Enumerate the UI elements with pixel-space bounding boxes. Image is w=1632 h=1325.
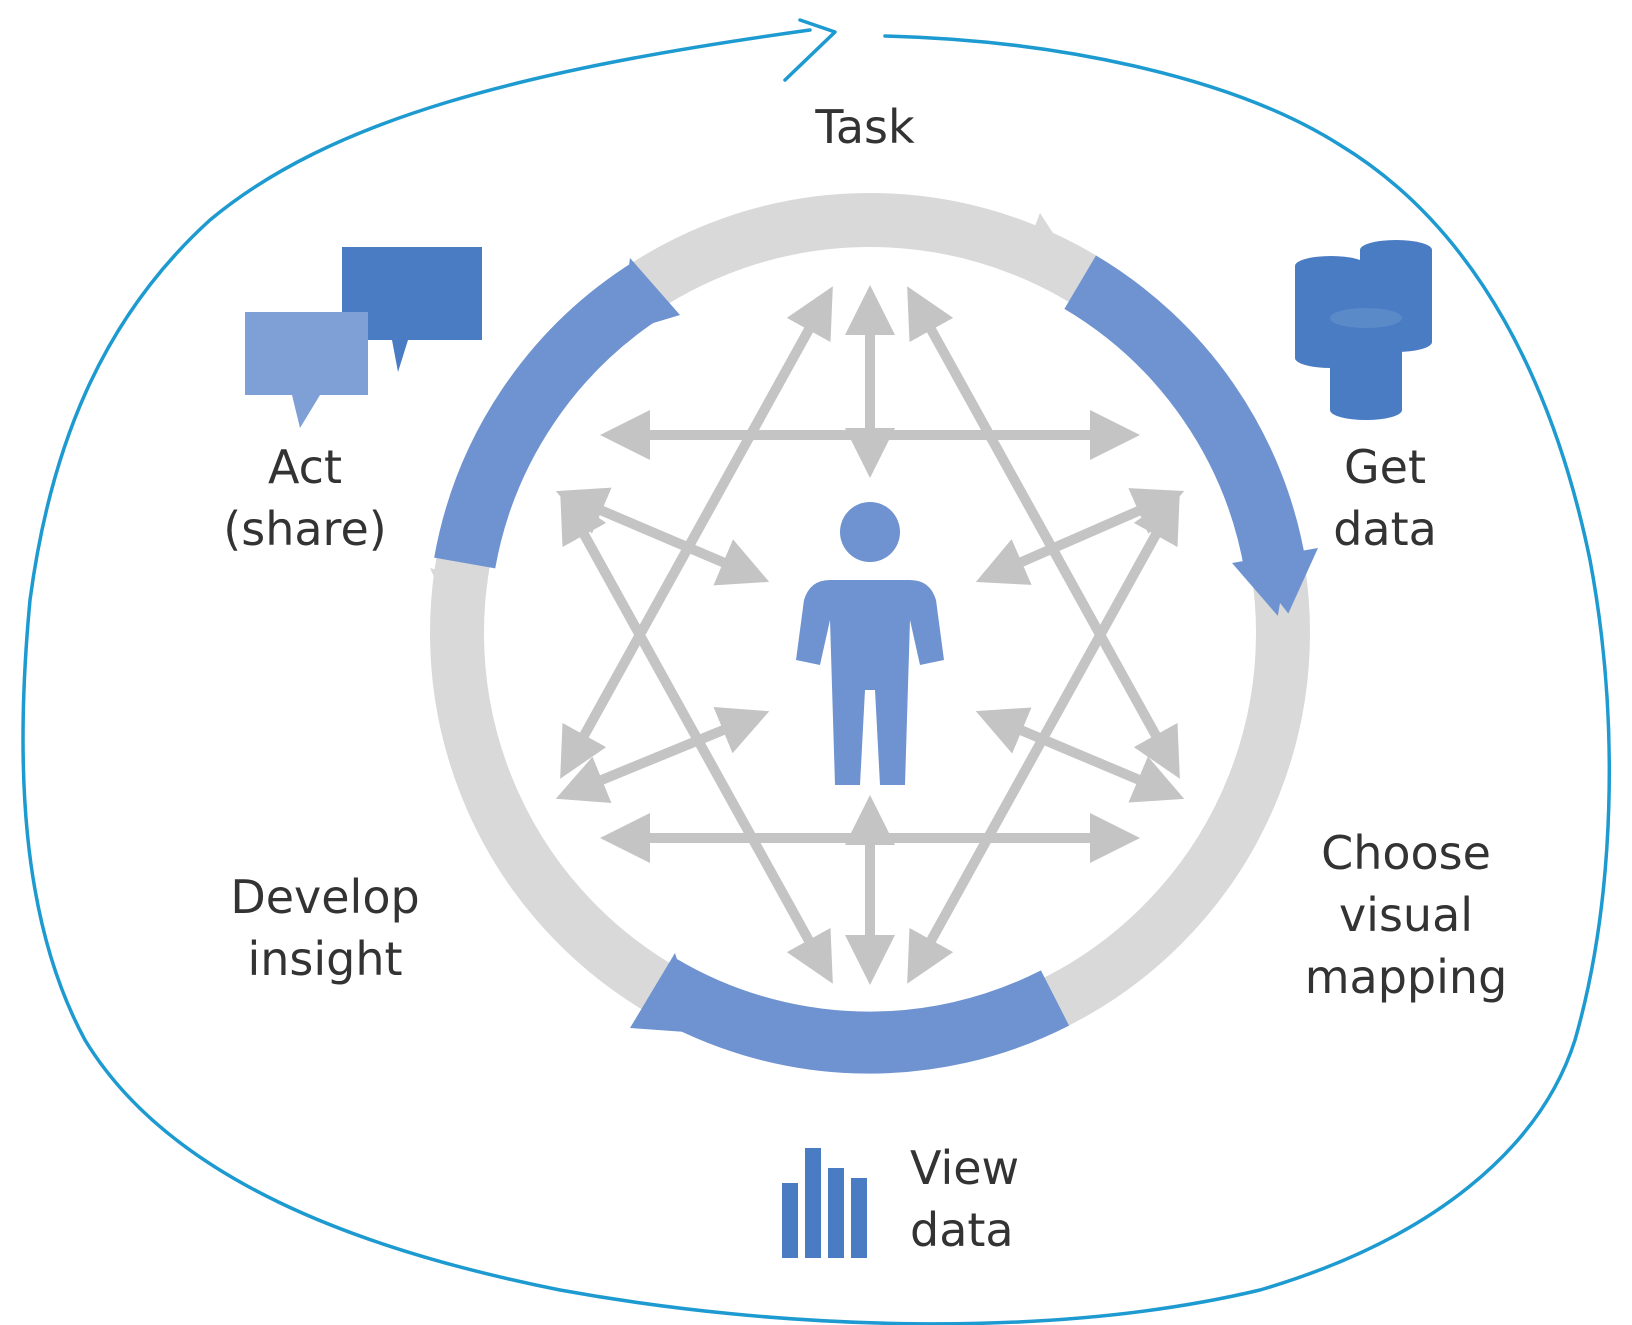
stage-label-task: Task <box>815 100 915 154</box>
segment-get-data <box>1064 255 1306 573</box>
outline-arrowhead <box>783 18 837 82</box>
person-icon <box>796 502 944 785</box>
database-icon <box>1295 240 1432 420</box>
segment-act-head <box>620 258 680 333</box>
speech-bubbles-icon <box>245 247 482 428</box>
stage-label-get-data: Get data <box>1333 440 1437 556</box>
arrow-s-ul <box>555 487 770 586</box>
segment-task-head <box>1020 213 1080 275</box>
stage-label-act-share: Act (share) <box>223 440 387 556</box>
segment-act <box>434 261 667 569</box>
segment-choose-head <box>1268 603 1310 673</box>
bar-chart-icon <box>782 1148 867 1258</box>
stage-label-choose-visual-mapping: Choose visual mapping <box>1304 826 1508 1004</box>
segment-insight-head <box>430 568 488 613</box>
arrow-s-ur <box>975 488 1185 585</box>
segment-view-data-head <box>630 953 700 1033</box>
stage-label-view-data: View data <box>910 1141 1020 1257</box>
arrow-s-lr <box>975 707 1185 803</box>
arrow-s-ll <box>555 707 770 803</box>
segment-view-data <box>644 958 1070 1074</box>
stage-label-develop-insight: Develop insight <box>230 870 420 986</box>
segment-get-data-head <box>1232 548 1318 623</box>
